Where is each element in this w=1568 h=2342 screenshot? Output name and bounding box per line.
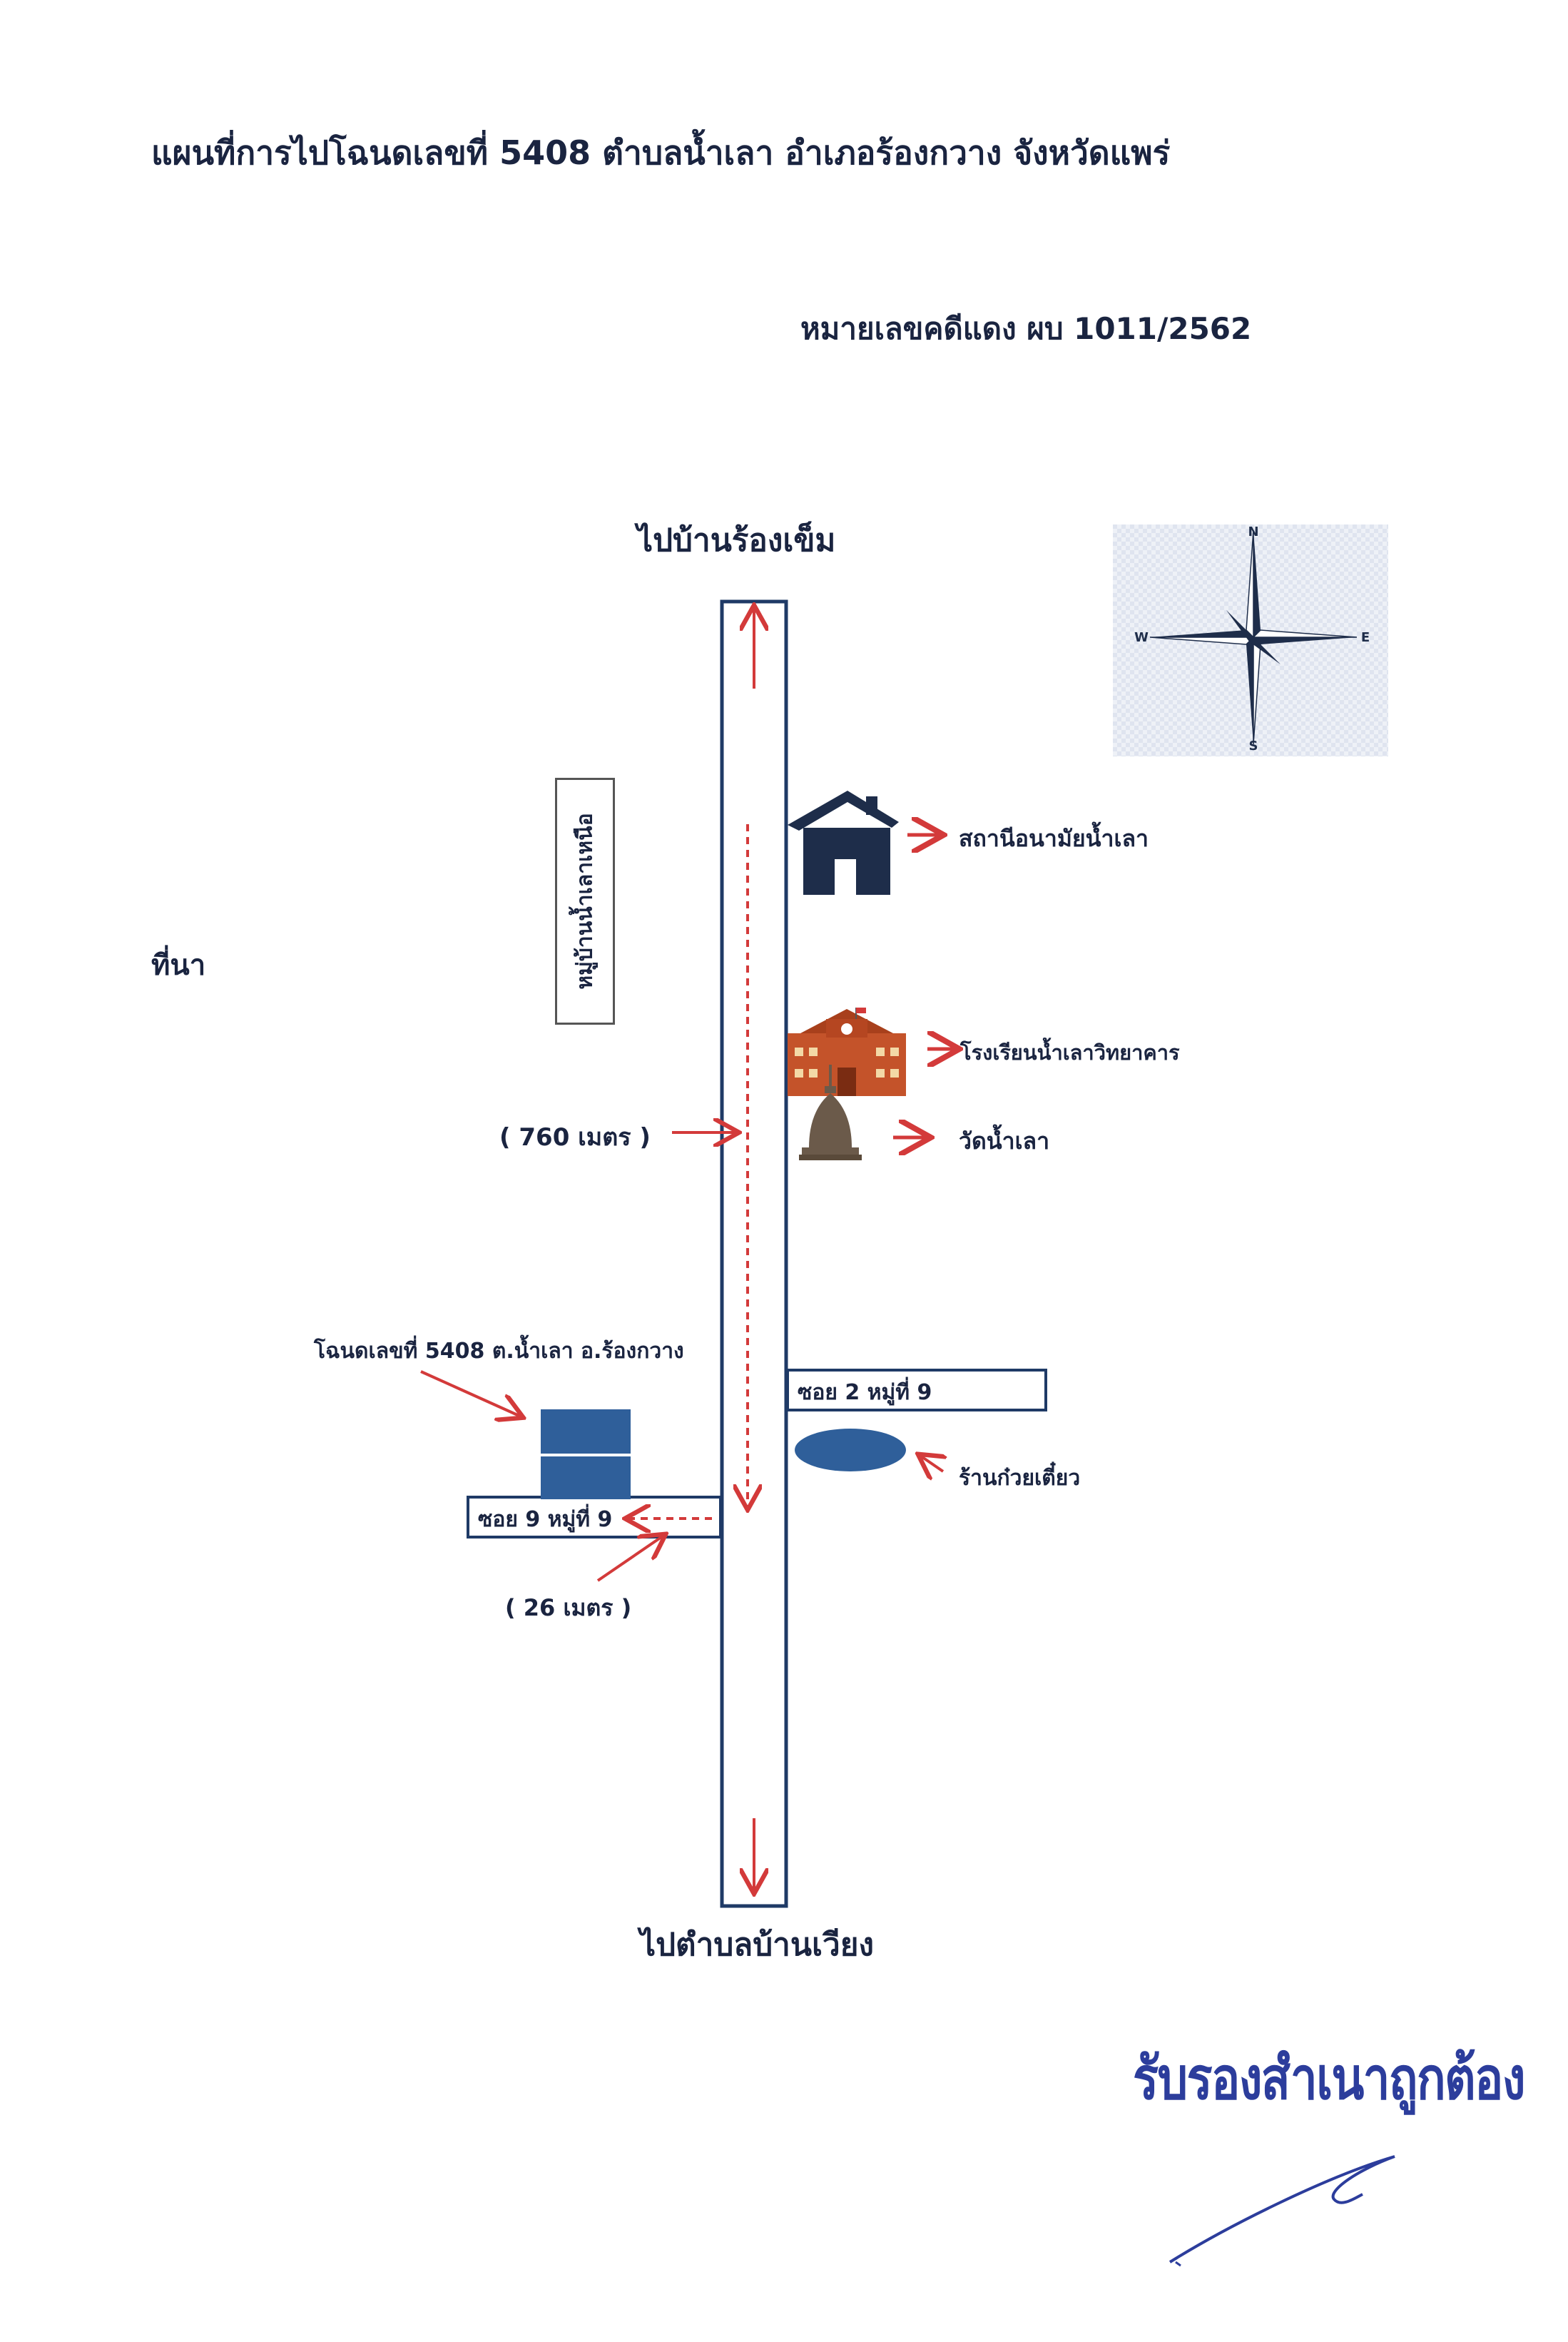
soi2-road	[786, 1369, 1047, 1411]
noodle-shop-marker	[795, 1429, 906, 1471]
compass-w: W	[1134, 630, 1149, 645]
distance-arrow-26	[596, 1536, 663, 1582]
compass-s: S	[1249, 739, 1258, 754]
map-title: แผนที่การไปโฉนดเลขที่ 5408 ตำบลน้ำเลา อำ…	[151, 133, 1171, 172]
compass-e: E	[1361, 630, 1370, 645]
certification-stamp: รับรองสำเนาถูกต้อง	[1133, 2044, 1526, 2113]
compass-n: N	[1248, 524, 1258, 539]
temple-label: วัดน้ำเลา	[959, 1127, 1050, 1155]
soi9-label: ซอย 9 หมู่ที่ 9	[478, 1507, 613, 1532]
noodle-shop-label: ร้านก๋วยเตี๋ยว	[959, 1466, 1081, 1491]
school-icon	[788, 1008, 906, 1096]
village-label-box: หมู่บ้านน้ำเลาเหนือ	[555, 778, 615, 1025]
school-label: โรงเรียนน้ำเลาวิทยาคาร	[960, 1040, 1180, 1065]
signature	[1169, 2155, 1395, 2264]
case-number: หมายเลขคดีแดง ผบ 1011/2562	[800, 311, 1252, 346]
rice-field-label: ที่นา	[151, 949, 206, 982]
main-road	[720, 599, 788, 1908]
noodle-shop-arrow	[920, 1456, 943, 1471]
deed-label: โฉนดเลขที่ 5408 ต.น้ำเลา อ.ร้องกวาง	[314, 1339, 684, 1364]
compass-icon: N S E W	[1113, 524, 1388, 756]
temple-icon	[799, 1065, 862, 1160]
distance-main-label: ( 760 เมตร )	[499, 1123, 651, 1152]
house-icon	[788, 791, 899, 895]
distance-soi-label: ( 26 เมตร )	[505, 1594, 632, 1621]
land-parcel	[541, 1409, 631, 1499]
soi2-label: ซอย 2 หมู่ที่ 9	[798, 1380, 932, 1405]
north-direction-label: ไปบ้านร้องเข็ม	[637, 522, 836, 559]
health-station-label: สถานีอนามัยน้ำเลา	[959, 825, 1149, 852]
south-direction-label: ไปตำบลบ้านเวียง	[640, 1927, 874, 1963]
deed-arrow	[420, 1370, 521, 1416]
compass-rose: N S E W	[1113, 524, 1388, 756]
